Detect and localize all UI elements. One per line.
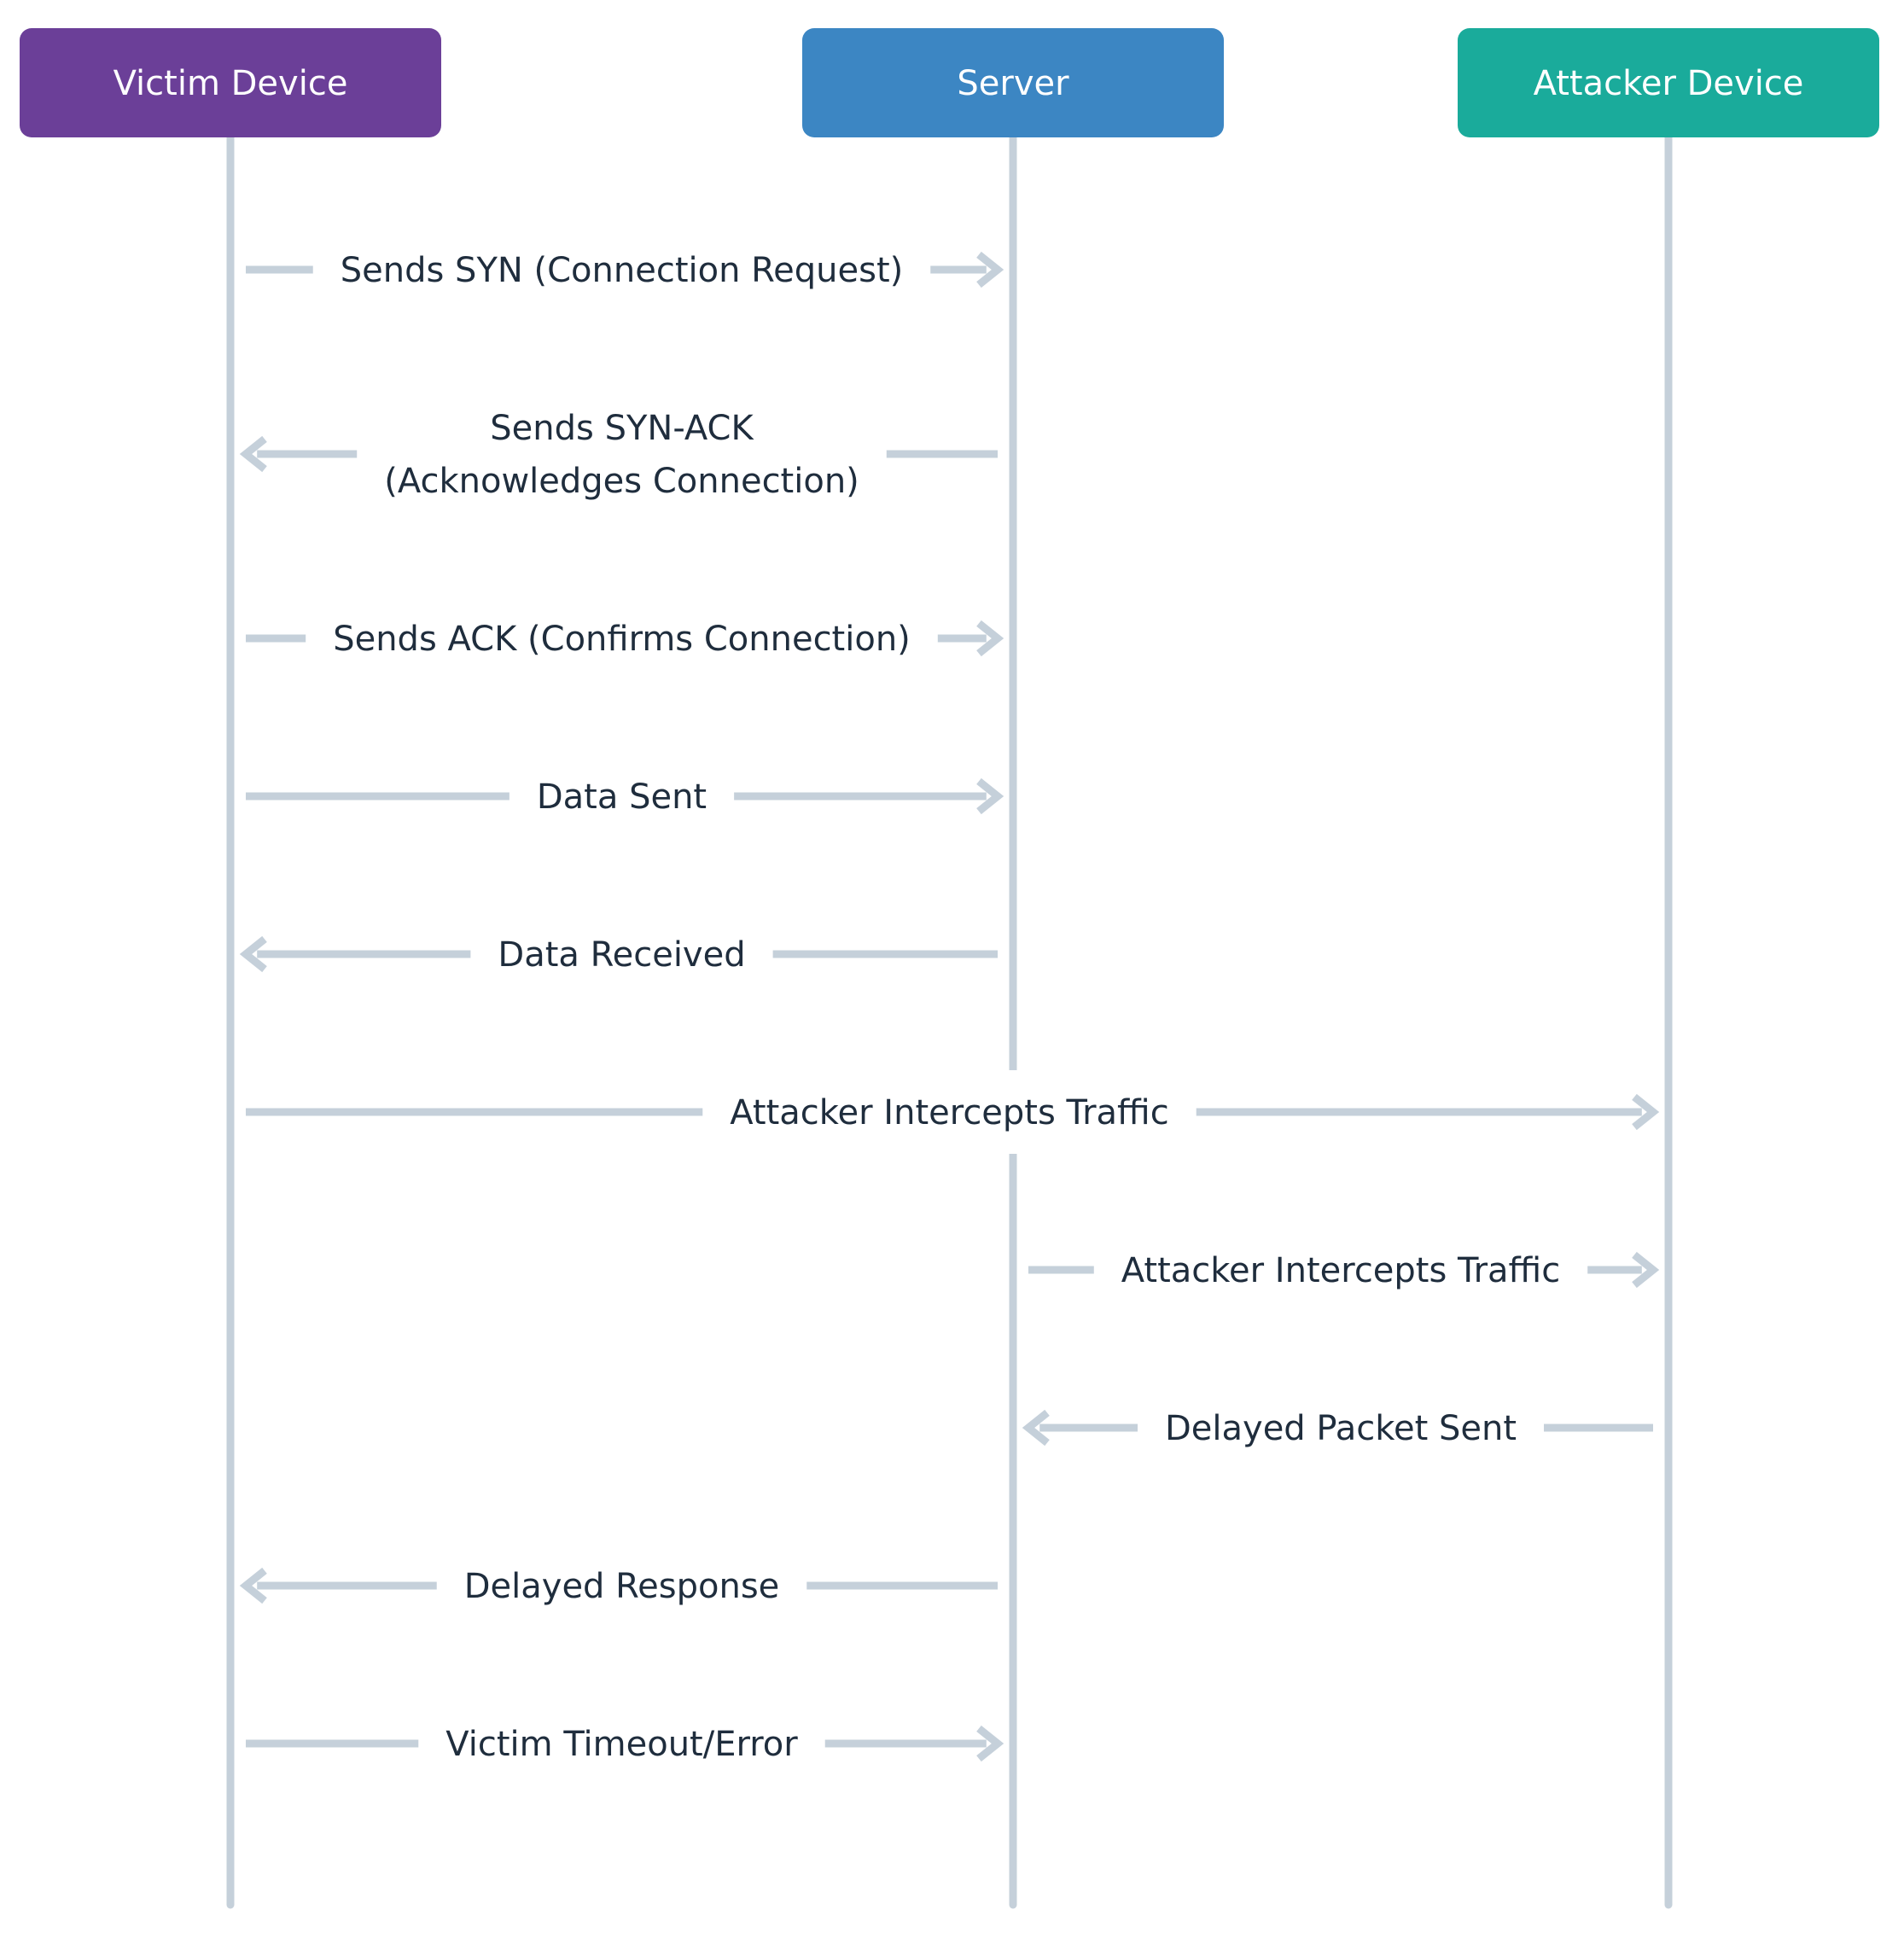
- message-label: (Acknowledges Connection): [384, 462, 859, 501]
- arrowhead-icon: [976, 1725, 1004, 1762]
- arrowhead-icon: [239, 1567, 267, 1604]
- message-label: Sends ACK (Confirms Connection): [333, 620, 911, 659]
- participant-box: [802, 28, 1224, 137]
- arrowhead-icon: [976, 620, 1004, 657]
- arrowhead-icon: [239, 435, 267, 473]
- message-label: Sends SYN-ACK: [490, 409, 754, 448]
- arrowhead-icon: [1632, 1093, 1660, 1131]
- arrowhead-icon: [976, 251, 1004, 288]
- participants: Victim Device Server Attacker Device: [20, 28, 1879, 137]
- message-5: Data Received: [239, 935, 998, 975]
- participant-server: Server: [802, 28, 1224, 137]
- participant-label: Victim Device: [114, 64, 348, 103]
- arrowhead-icon: [239, 935, 267, 973]
- message-3: Sends ACK (Confirms Connection): [246, 620, 1004, 659]
- message-2: Sends SYN-ACK (Acknowledges Connection): [239, 409, 998, 501]
- participant-attacker: Attacker Device: [1458, 28, 1879, 137]
- message-9: Delayed Response: [239, 1567, 998, 1606]
- message-label: Attacker Intercepts Traffic: [730, 1093, 1168, 1132]
- message-label: Sends SYN (Connection Request): [341, 251, 904, 290]
- message-7: Attacker Intercepts Traffic: [1028, 1251, 1660, 1290]
- participant-victim: Victim Device: [20, 28, 441, 137]
- lifelines: [226, 133, 1673, 1909]
- message-1: Sends SYN (Connection Request): [246, 251, 1004, 290]
- message-8: Delayed Packet Sent: [1022, 1409, 1653, 1448]
- message-10: Victim Timeout/Error: [246, 1725, 1004, 1764]
- participant-box: [20, 28, 441, 137]
- message-label: Victim Timeout/Error: [445, 1725, 798, 1764]
- arrowhead-icon: [1632, 1251, 1660, 1289]
- lifeline-gap: [1006, 1070, 1020, 1154]
- message-label: Data Received: [498, 935, 745, 975]
- participant-box: [1458, 28, 1879, 137]
- participant-label: Server: [957, 64, 1069, 103]
- message-4: Data Sent: [246, 777, 1004, 817]
- message-label: Delayed Packet Sent: [1165, 1409, 1517, 1448]
- message-label: Data Sent: [537, 777, 707, 817]
- message-label: Attacker Intercepts Traffic: [1121, 1251, 1560, 1290]
- messages: Sends SYN (Connection Request) Sends SYN-…: [239, 251, 1660, 1764]
- participant-label: Attacker Device: [1534, 64, 1804, 103]
- message-6: Attacker Intercepts Traffic: [246, 1070, 1660, 1154]
- message-label: Delayed Response: [464, 1567, 780, 1606]
- arrowhead-icon: [976, 777, 1004, 815]
- arrowhead-icon: [1022, 1409, 1050, 1447]
